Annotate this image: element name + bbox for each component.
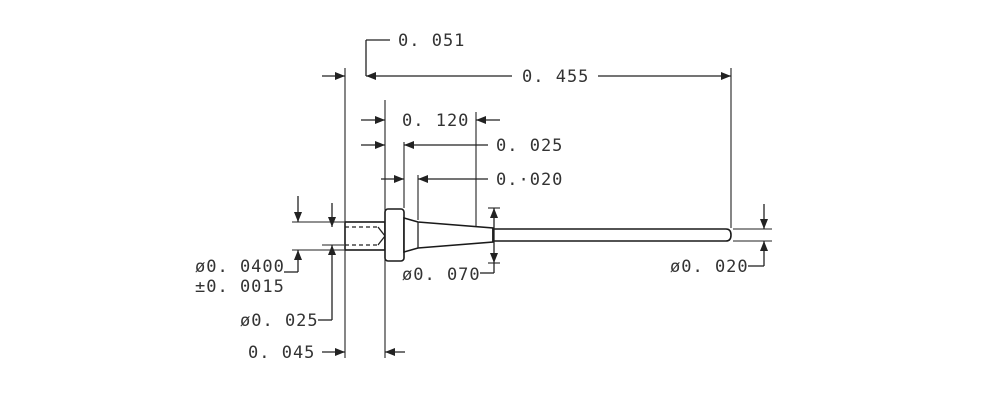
label-step-025: 0. 025 bbox=[496, 136, 563, 156]
arrow-070-bottom bbox=[490, 253, 498, 263]
arrow-025-left bbox=[375, 141, 385, 149]
arrow-045-right bbox=[385, 348, 395, 356]
label-tail-diameter: ø0. 0400 bbox=[195, 257, 285, 277]
label-pin-diameter: ø0. 020 bbox=[670, 257, 749, 277]
arrow-025-right bbox=[404, 141, 414, 149]
long-pin bbox=[492, 228, 732, 242]
arrow-045-left bbox=[335, 348, 345, 356]
label-step-020: 0.·020 bbox=[496, 170, 563, 190]
label-overall-length: 0. 455 bbox=[522, 67, 589, 87]
arrow-tail-bottom bbox=[294, 250, 302, 260]
label-cone-length: 0. 120 bbox=[402, 111, 469, 131]
dim-flange-diameter: ø0. 070 bbox=[402, 208, 498, 285]
arrow-455-right bbox=[721, 72, 731, 80]
bore-cone-bottom bbox=[377, 235, 386, 246]
label-flange-offset: 0. 051 bbox=[398, 31, 465, 51]
arrow-455-left bbox=[335, 72, 345, 80]
label-tail-length: 0. 045 bbox=[248, 343, 315, 363]
tail-body bbox=[344, 221, 386, 251]
arrow-bore-bottom bbox=[328, 245, 336, 255]
pin-part bbox=[344, 208, 732, 262]
dim-step-025: 0. 025 bbox=[361, 136, 563, 156]
label-tail-tolerance: ±0. 0015 bbox=[195, 277, 285, 297]
dim-pin-diameter: ø0. 020 bbox=[670, 204, 768, 277]
arrow-120-left bbox=[375, 116, 385, 124]
label-bore-diameter: ø0. 025 bbox=[240, 311, 319, 331]
dim-flange-offset: 0. 051 bbox=[365, 31, 465, 76]
arrow-120-right bbox=[476, 116, 486, 124]
arrow-070-top bbox=[490, 208, 498, 218]
arrow-tail-top bbox=[294, 212, 302, 222]
dim-tail-diameter: ø0. 0400 ±0. 0015 bbox=[195, 196, 302, 297]
label-flange-diameter: ø0. 070 bbox=[402, 265, 481, 285]
extension-lines bbox=[292, 68, 772, 358]
dim-tail-length: 0. 045 bbox=[248, 343, 405, 363]
arrow-020-right bbox=[418, 175, 428, 183]
arrow-bore-top bbox=[328, 217, 336, 227]
dim-overall-length: 0. 455 bbox=[322, 67, 731, 87]
dim-bore-diameter: ø0. 025 bbox=[240, 203, 336, 331]
dim-cone-length: 0. 120 bbox=[361, 111, 500, 131]
arrow-pin-top bbox=[760, 219, 768, 229]
arrow-pin-bottom bbox=[760, 241, 768, 251]
arrow-020-left bbox=[394, 175, 404, 183]
bore-cone-top bbox=[377, 226, 386, 237]
dim-step-020: 0.·020 bbox=[381, 170, 563, 190]
flange bbox=[384, 208, 405, 262]
arrow-455-mid bbox=[366, 72, 376, 80]
